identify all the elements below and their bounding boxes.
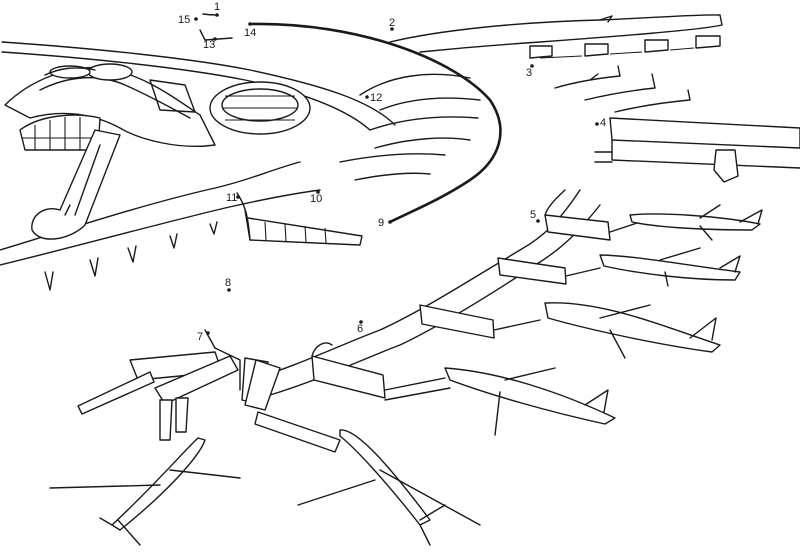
control-structure [4,63,311,240]
dot-14[interactable]: 14 [244,22,256,39]
dot-8[interactable]: 8 [225,277,231,292]
svg-text:1: 1 [214,1,220,13]
svg-text:15: 15 [178,14,190,26]
airplane [544,302,721,359]
svg-text:6: 6 [357,323,363,335]
dot-3[interactable]: 3 [526,64,534,79]
dot-15[interactable]: 15 [178,14,198,26]
svg-text:8: 8 [225,277,231,289]
svg-text:4: 4 [600,117,606,129]
gate-cluster-left [77,329,341,453]
dot-5[interactable]: 5 [530,209,540,223]
airplane [444,367,616,436]
dot-2[interactable]: 2 [389,17,395,31]
dot-1[interactable]: 1 [214,1,220,17]
svg-text:7: 7 [197,331,203,343]
svg-text:5: 5 [530,209,536,221]
svg-text:12: 12 [370,92,382,104]
airplane [599,247,741,287]
dot-6[interactable]: 6 [357,320,363,335]
dot-9[interactable]: 9 [378,217,392,229]
dot-11[interactable]: 11 [226,192,240,204]
svg-text:9: 9 [378,217,384,229]
airplane [49,437,241,546]
svg-text:11: 11 [226,192,237,204]
svg-text:3: 3 [526,67,532,79]
dot-13[interactable]: 13 [203,37,217,51]
dot-4[interactable]: 4 [595,117,606,129]
dot-7[interactable]: 7 [197,331,210,343]
svg-text:10: 10 [310,193,322,205]
right-pier [594,117,800,183]
drawn-outline [199,13,502,224]
svg-text:14: 14 [244,27,256,39]
satellite-concourse [249,189,641,401]
svg-text:2: 2 [389,17,395,29]
numbered-dots: 1 2 3 4 5 6 7 8 9 10 11 12 13 14 15 [178,1,606,343]
dot-10[interactable]: 10 [310,190,322,205]
dot-12[interactable]: 12 [365,92,382,104]
distant-terminal [389,14,723,113]
airplane [297,429,481,546]
svg-text:13: 13 [203,39,215,51]
airplane [629,204,763,241]
